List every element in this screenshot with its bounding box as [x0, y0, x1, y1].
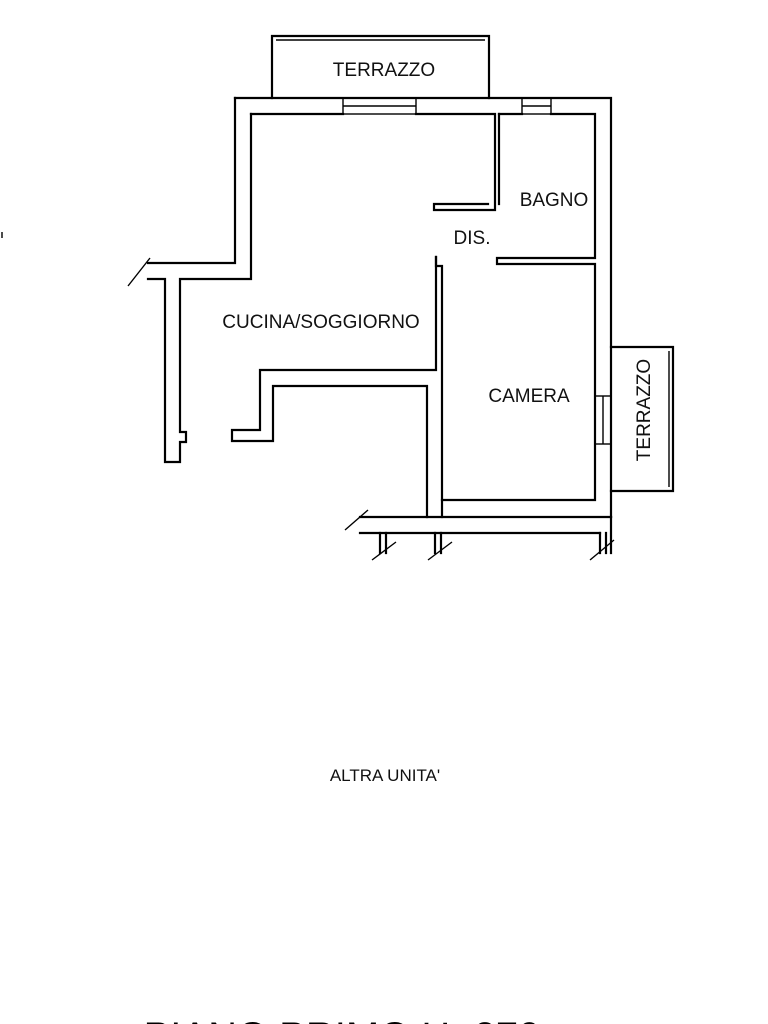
- label-bagno: BAGNO: [520, 190, 589, 211]
- label-dis: DIS.: [454, 228, 491, 249]
- terrace-right: [609, 345, 675, 493]
- outer-walls: [127, 96, 615, 561]
- label-altra-unita: ALTRA UNITA': [330, 766, 440, 785]
- label-terrazzo-right: TERRAZZO: [634, 359, 655, 461]
- terrace-top: [270, 34, 491, 100]
- label-cucina-soggiorno: CUCINA/SOGGIORNO: [222, 312, 419, 333]
- label-camera: CAMERA: [488, 386, 570, 407]
- floor-title: PIANO PRIMO H=270: [144, 1015, 541, 1024]
- label-terrazzo-top: TERRAZZO: [333, 60, 435, 81]
